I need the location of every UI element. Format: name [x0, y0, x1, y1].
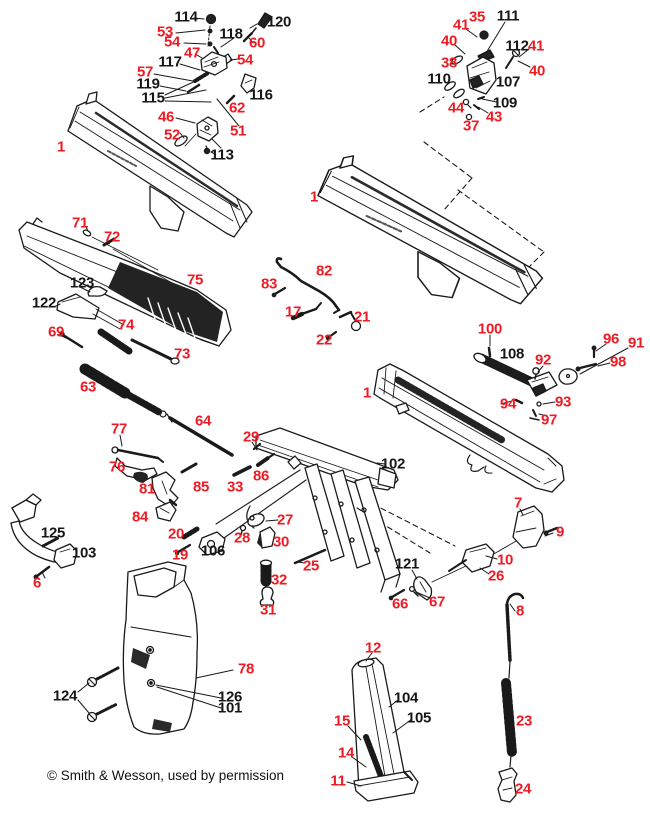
- trigger-guard-drawing: [10, 493, 78, 580]
- rear-sight-cluster-left-drawing: [174, 12, 273, 155]
- recoil-spring-drawing: [79, 363, 234, 457]
- copyright-text: © Smith & Wesson, used by permission: [47, 768, 285, 783]
- rear-sight-cluster-right-drawing: [444, 30, 521, 121]
- magazine-drawing: [351, 657, 419, 802]
- receiver-right-drawing: [373, 363, 565, 493]
- sight-rib-assembly-drawing: [473, 345, 598, 421]
- barrel-assembly-right-drawing: [316, 154, 544, 306]
- rod-spring-drawing: [497, 592, 525, 803]
- action-parts-drawing: [111, 442, 327, 606]
- barrel-assembly-left-drawing: [67, 91, 253, 238]
- leader-lines: [41, 17, 629, 787]
- small-levers-drawing: [271, 257, 362, 341]
- frame-drawing: [215, 427, 519, 593]
- safety-parts-drawing: [388, 505, 559, 601]
- grip-panel-drawing: [86, 561, 199, 735]
- slide-drawing: [18, 217, 232, 365]
